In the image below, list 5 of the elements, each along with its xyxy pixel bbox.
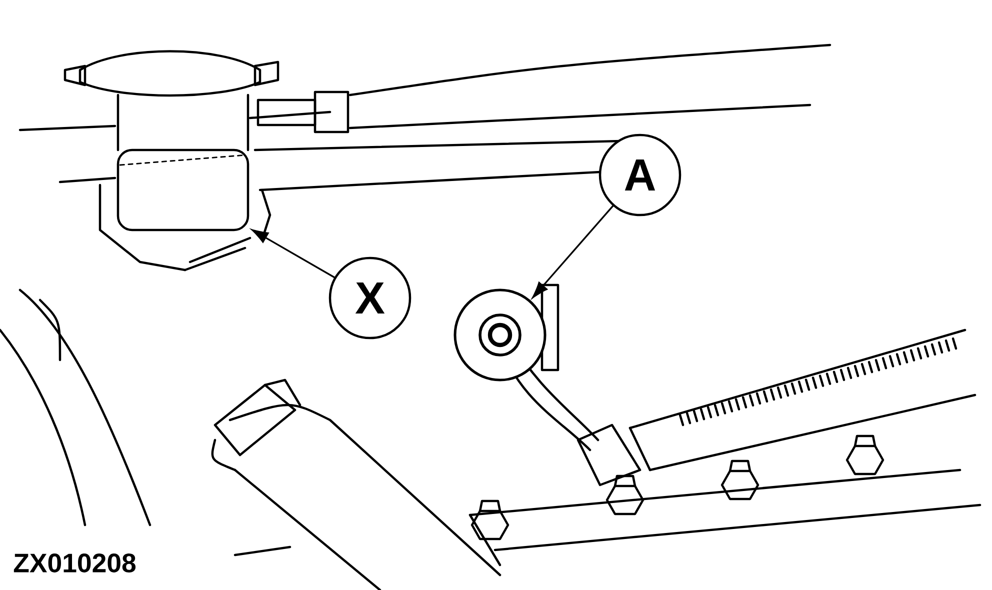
- grommet-drawing: [454, 288, 546, 382]
- leader-line: [532, 205, 614, 298]
- reservoir-drawing: [116, 148, 250, 232]
- leader-line: [252, 229, 336, 278]
- figure-number: ZX010208: [14, 554, 136, 572]
